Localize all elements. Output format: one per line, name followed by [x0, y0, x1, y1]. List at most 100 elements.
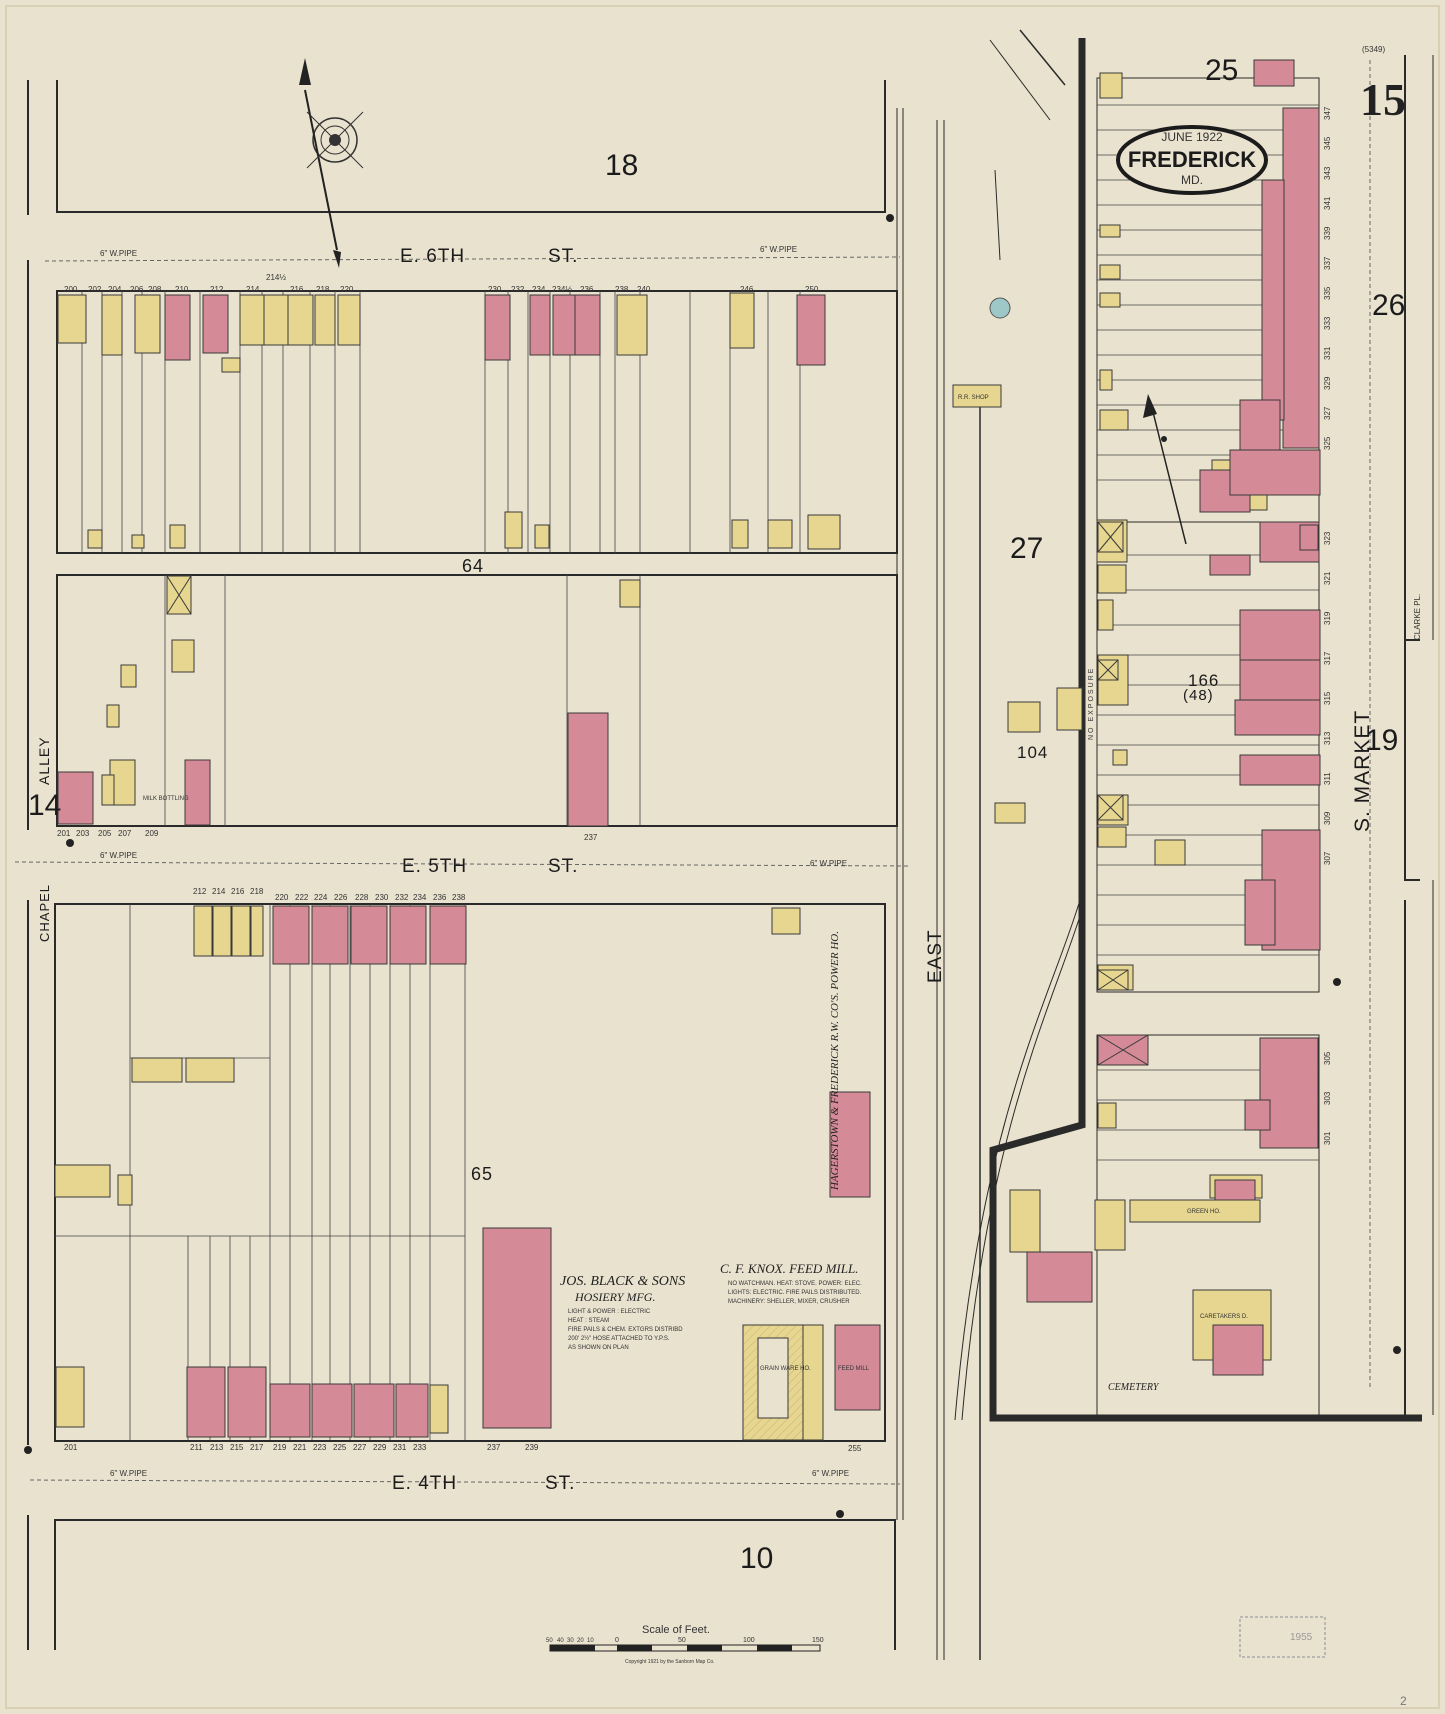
compass-icon — [299, 58, 364, 268]
svg-text:325: 325 — [1323, 436, 1332, 450]
svg-text:211: 211 — [190, 1443, 203, 1452]
svg-text:345: 345 — [1323, 136, 1332, 150]
svg-text:337: 337 — [1323, 256, 1332, 270]
svg-text:303: 303 — [1323, 1091, 1332, 1105]
addresses-5th-north: 212 214 216 218 220 222 224 226 228 230 … — [193, 887, 466, 902]
addresses-6th: 200 202 204 206 208 210 212 214 214½ 216… — [64, 273, 819, 294]
svg-text:200: 200 — [64, 285, 78, 294]
block-65: 65 — [471, 1164, 493, 1184]
svg-text:202: 202 — [88, 285, 102, 294]
svg-text:AS SHOWN ON PLAN: AS SHOWN ON PLAN — [568, 1345, 629, 1351]
svg-text:216: 216 — [231, 887, 245, 896]
svg-text:240: 240 — [637, 285, 651, 294]
block-25: 25 — [1205, 54, 1238, 87]
svg-text:305: 305 — [1323, 1051, 1332, 1065]
svg-text:20: 20 — [577, 1638, 584, 1644]
svg-text:217: 217 — [250, 1443, 264, 1452]
cemetery-label: CEMETERY — [1108, 1382, 1160, 1393]
svg-text:206: 206 — [130, 285, 144, 294]
corner-note: (5349) — [1362, 45, 1385, 54]
jos-black-notes: LIGHT & POWER : ELECTRIC HEAT : STEAM FI… — [568, 1309, 683, 1351]
svg-text:237: 237 — [584, 833, 598, 842]
block-64: 64 — [462, 556, 484, 576]
block-104: 104 — [1017, 743, 1048, 762]
street-chapel: CHAPEL — [37, 884, 52, 942]
svg-text:319: 319 — [1323, 611, 1332, 625]
block-166: 166 — [1188, 671, 1219, 690]
outbuildings — [166, 521, 1129, 991]
svg-text:203: 203 — [76, 829, 90, 838]
svg-text:250: 250 — [805, 285, 819, 294]
svg-text:321: 321 — [1323, 571, 1332, 585]
market-row-brick — [1209, 59, 1321, 1149]
green-ho-label: GREEN HO. — [1187, 1209, 1221, 1215]
block-18: 18 — [605, 149, 638, 182]
block-48: (48) — [1183, 687, 1214, 704]
svg-text:220: 220 — [340, 285, 354, 294]
pipe-label-4th-west: 6" W.PIPE — [110, 1469, 147, 1478]
svg-text:238: 238 — [452, 893, 466, 902]
svg-text:LIGHT & POWER : ELECTRIC: LIGHT & POWER : ELECTRIC — [568, 1309, 651, 1315]
svg-text:NO WATCHMAN. HEAT: STOVE. POWE: NO WATCHMAN. HEAT: STOVE. POWER: ELEC. — [728, 1281, 862, 1287]
svg-text:214: 214 — [212, 887, 226, 896]
svg-text:212: 212 — [193, 887, 207, 896]
street-e5th-st: ST. — [548, 856, 578, 877]
svg-text:50: 50 — [546, 1638, 553, 1644]
svg-text:301: 301 — [1323, 1131, 1332, 1145]
pipe-label-5th-west: 6" W.PIPE — [100, 851, 137, 860]
svg-text:220: 220 — [275, 893, 289, 902]
svg-text:214: 214 — [246, 285, 260, 294]
edge-mark: 2 — [1400, 1694, 1407, 1708]
rr-water-tank-icon — [989, 297, 1011, 319]
svg-text:234½: 234½ — [552, 285, 572, 294]
svg-text:205: 205 — [98, 829, 112, 838]
svg-text:224: 224 — [314, 893, 328, 902]
title-cartouche: JUNE 1922 FREDERICK MD. — [1116, 125, 1268, 195]
cartouche-city: FREDERICK — [1128, 147, 1256, 172]
svg-text:232: 232 — [511, 285, 525, 294]
svg-text:239: 239 — [525, 1443, 539, 1452]
rr-shop-label: R.R. SHOP — [958, 395, 989, 401]
svg-text:323: 323 — [1323, 531, 1332, 545]
svg-text:230: 230 — [488, 285, 502, 294]
street-east: EAST — [925, 929, 946, 983]
block-19: 19 — [1365, 724, 1398, 757]
svg-text:214½: 214½ — [266, 273, 286, 282]
svg-text:341: 341 — [1323, 196, 1332, 210]
svg-text:234: 234 — [413, 893, 427, 902]
svg-text:LIGHTS: ELECTRIC. FIRE PAILS D: LIGHTS: ELECTRIC. FIRE PAILS DISTRIBUTED… — [728, 1290, 862, 1296]
svg-text:228: 228 — [355, 893, 369, 902]
svg-text:327: 327 — [1323, 406, 1332, 420]
svg-text:238: 238 — [615, 285, 629, 294]
svg-text:215: 215 — [230, 1443, 244, 1452]
svg-text:218: 218 — [316, 285, 330, 294]
svg-text:100: 100 — [743, 1637, 755, 1644]
cartouche-date: JUNE 1922 — [1161, 130, 1223, 144]
pipe-label-6th-west: 6" W.PIPE — [100, 249, 137, 258]
svg-text:30: 30 — [567, 1638, 574, 1644]
street-e4th-st: ST. — [545, 1473, 575, 1494]
street-e4th: E. 4TH — [392, 1473, 457, 1494]
svg-text:236: 236 — [433, 893, 447, 902]
svg-text:0: 0 — [615, 1637, 619, 1644]
feed-mill-label: FEED MILL — [838, 1366, 870, 1372]
svg-text:313: 313 — [1323, 731, 1332, 745]
svg-text:150: 150 — [812, 1637, 824, 1644]
block-14: 14 — [28, 789, 61, 822]
addresses-5th-south: 201 203 205 207 209 237 — [57, 829, 598, 842]
svg-text:225: 225 — [333, 1443, 347, 1452]
svg-text:226: 226 — [334, 893, 348, 902]
svg-text:222: 222 — [295, 893, 309, 902]
svg-text:339: 339 — [1323, 226, 1332, 240]
grain-wareho-label: GRAIN WARE HO. — [760, 1366, 811, 1372]
street-alley: ALLEY — [36, 736, 52, 785]
direction-arrow-icon — [1143, 394, 1187, 545]
svg-text:218: 218 — [250, 887, 264, 896]
svg-text:HEAT : STEAM: HEAT : STEAM — [568, 1318, 609, 1324]
svg-text:MACHINERY: SHELLER, MIXER, CRU: MACHINERY: SHELLER, MIXER, CRUSHER — [728, 1299, 850, 1305]
svg-text:331: 331 — [1323, 346, 1332, 360]
archive-stamp: 1955 — [1239, 1616, 1326, 1658]
copyright-line: Copyright 1921 by the Sanborn Map Co. — [625, 1659, 715, 1665]
svg-text:40: 40 — [557, 1638, 564, 1644]
